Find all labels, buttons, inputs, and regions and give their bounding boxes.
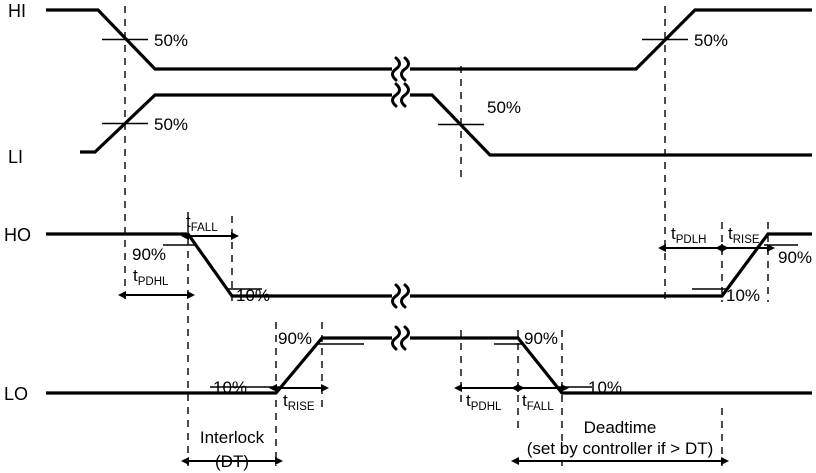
waveform-hi [46, 8, 812, 82]
ho-trace-right [410, 232, 812, 298]
ho-tfall-base: t [186, 212, 191, 231]
lo-break-squiggle-b [400, 325, 410, 351]
signal-labels: HI LI HO LO [4, 1, 31, 404]
ho-break-squiggle-b [400, 283, 410, 309]
li-break-squiggle-a [391, 82, 401, 108]
ho-trise-base: t [728, 224, 733, 243]
bottom-annotations: Interlock (DT) Deadtime (set by controll… [200, 418, 713, 471]
lo-trace-left [46, 336, 392, 395]
ho-trace-left [46, 232, 392, 298]
interlock-label-line1: Interlock [200, 428, 265, 447]
interlock-label-line2: (DT) [215, 452, 249, 471]
ho-trise-label: tRISE [728, 224, 760, 246]
lo-trise-label: tRISE [283, 391, 315, 413]
li-fall-50-label: 50% [487, 98, 521, 117]
hi-trace-right [410, 8, 812, 71]
lo-trise-sub: RISE [288, 401, 315, 413]
ho-tfall-label: tFALL [186, 212, 218, 234]
ho-tpdhl-sub: PDHL [138, 276, 169, 288]
ho-tpdhl-base: t [133, 266, 138, 285]
deadtime-label-line2: (set by controller if > DT) [527, 439, 714, 458]
signal-label-lo: LO [4, 384, 28, 404]
li-break-squiggle-b [400, 82, 410, 108]
lo-tpdhl-base: t [466, 391, 471, 410]
ho-tpdlh-sub: PDLH [676, 234, 707, 246]
waveform-lo [46, 325, 812, 395]
hi-trace-left [46, 8, 392, 71]
deadtime-label-line1: Deadtime [584, 418, 657, 437]
timing-parameter-labels: tFALL tPDHL tPDLH tRISE tRISE tPDHL [133, 212, 760, 413]
lo-tfall-base: t [522, 391, 527, 410]
lo-fall-90-label: 90% [524, 329, 558, 348]
ho-break-squiggle-a [391, 283, 401, 309]
ho-fall-10-label: 10% [236, 286, 270, 305]
lo-trace-right [410, 336, 812, 395]
signal-label-li: LI [8, 147, 23, 167]
ho-fall-90-label: 90% [132, 245, 166, 264]
li-rise-50-label: 50% [154, 115, 188, 134]
ho-tpdhl-label: tPDHL [133, 266, 169, 288]
ho-rise-90-label: 90% [778, 248, 812, 267]
ho-tfall-sub: FALL [191, 222, 218, 234]
lo-tpdhl-label: tPDHL [466, 391, 502, 413]
ho-rise-10-label: 10% [726, 286, 760, 305]
hi-fall-50-label: 50% [154, 31, 188, 50]
hi-break-squiggle-b [400, 56, 410, 82]
signal-label-ho: HO [4, 225, 31, 245]
lo-rise-90-label: 90% [278, 329, 312, 348]
percent-labels: 50% 50% 50% 50% 90% 10% 10% 90% 10% 90% … [132, 31, 812, 397]
lo-break-squiggle-a [391, 325, 401, 351]
ho-tpdlh-base: t [671, 224, 676, 243]
lo-tfall-sub: FALL [527, 401, 554, 413]
hi-break-squiggle-a [391, 56, 401, 82]
lo-trise-base: t [283, 391, 288, 410]
ho-trise-sub: RISE [733, 234, 760, 246]
waveform-li [80, 82, 812, 157]
lo-tpdhl-sub: PDHL [471, 401, 502, 413]
ho-tpdlh-label: tPDLH [671, 224, 706, 246]
hi-rise-50-label: 50% [694, 31, 728, 50]
lo-rise-10-label: 10% [213, 378, 247, 397]
lo-fall-10-label: 10% [588, 378, 622, 397]
signal-label-hi: HI [8, 1, 26, 21]
lo-tfall-label: tFALL [522, 391, 554, 413]
measurement-arrows [118, 232, 775, 466]
waveform-ho [46, 232, 812, 309]
